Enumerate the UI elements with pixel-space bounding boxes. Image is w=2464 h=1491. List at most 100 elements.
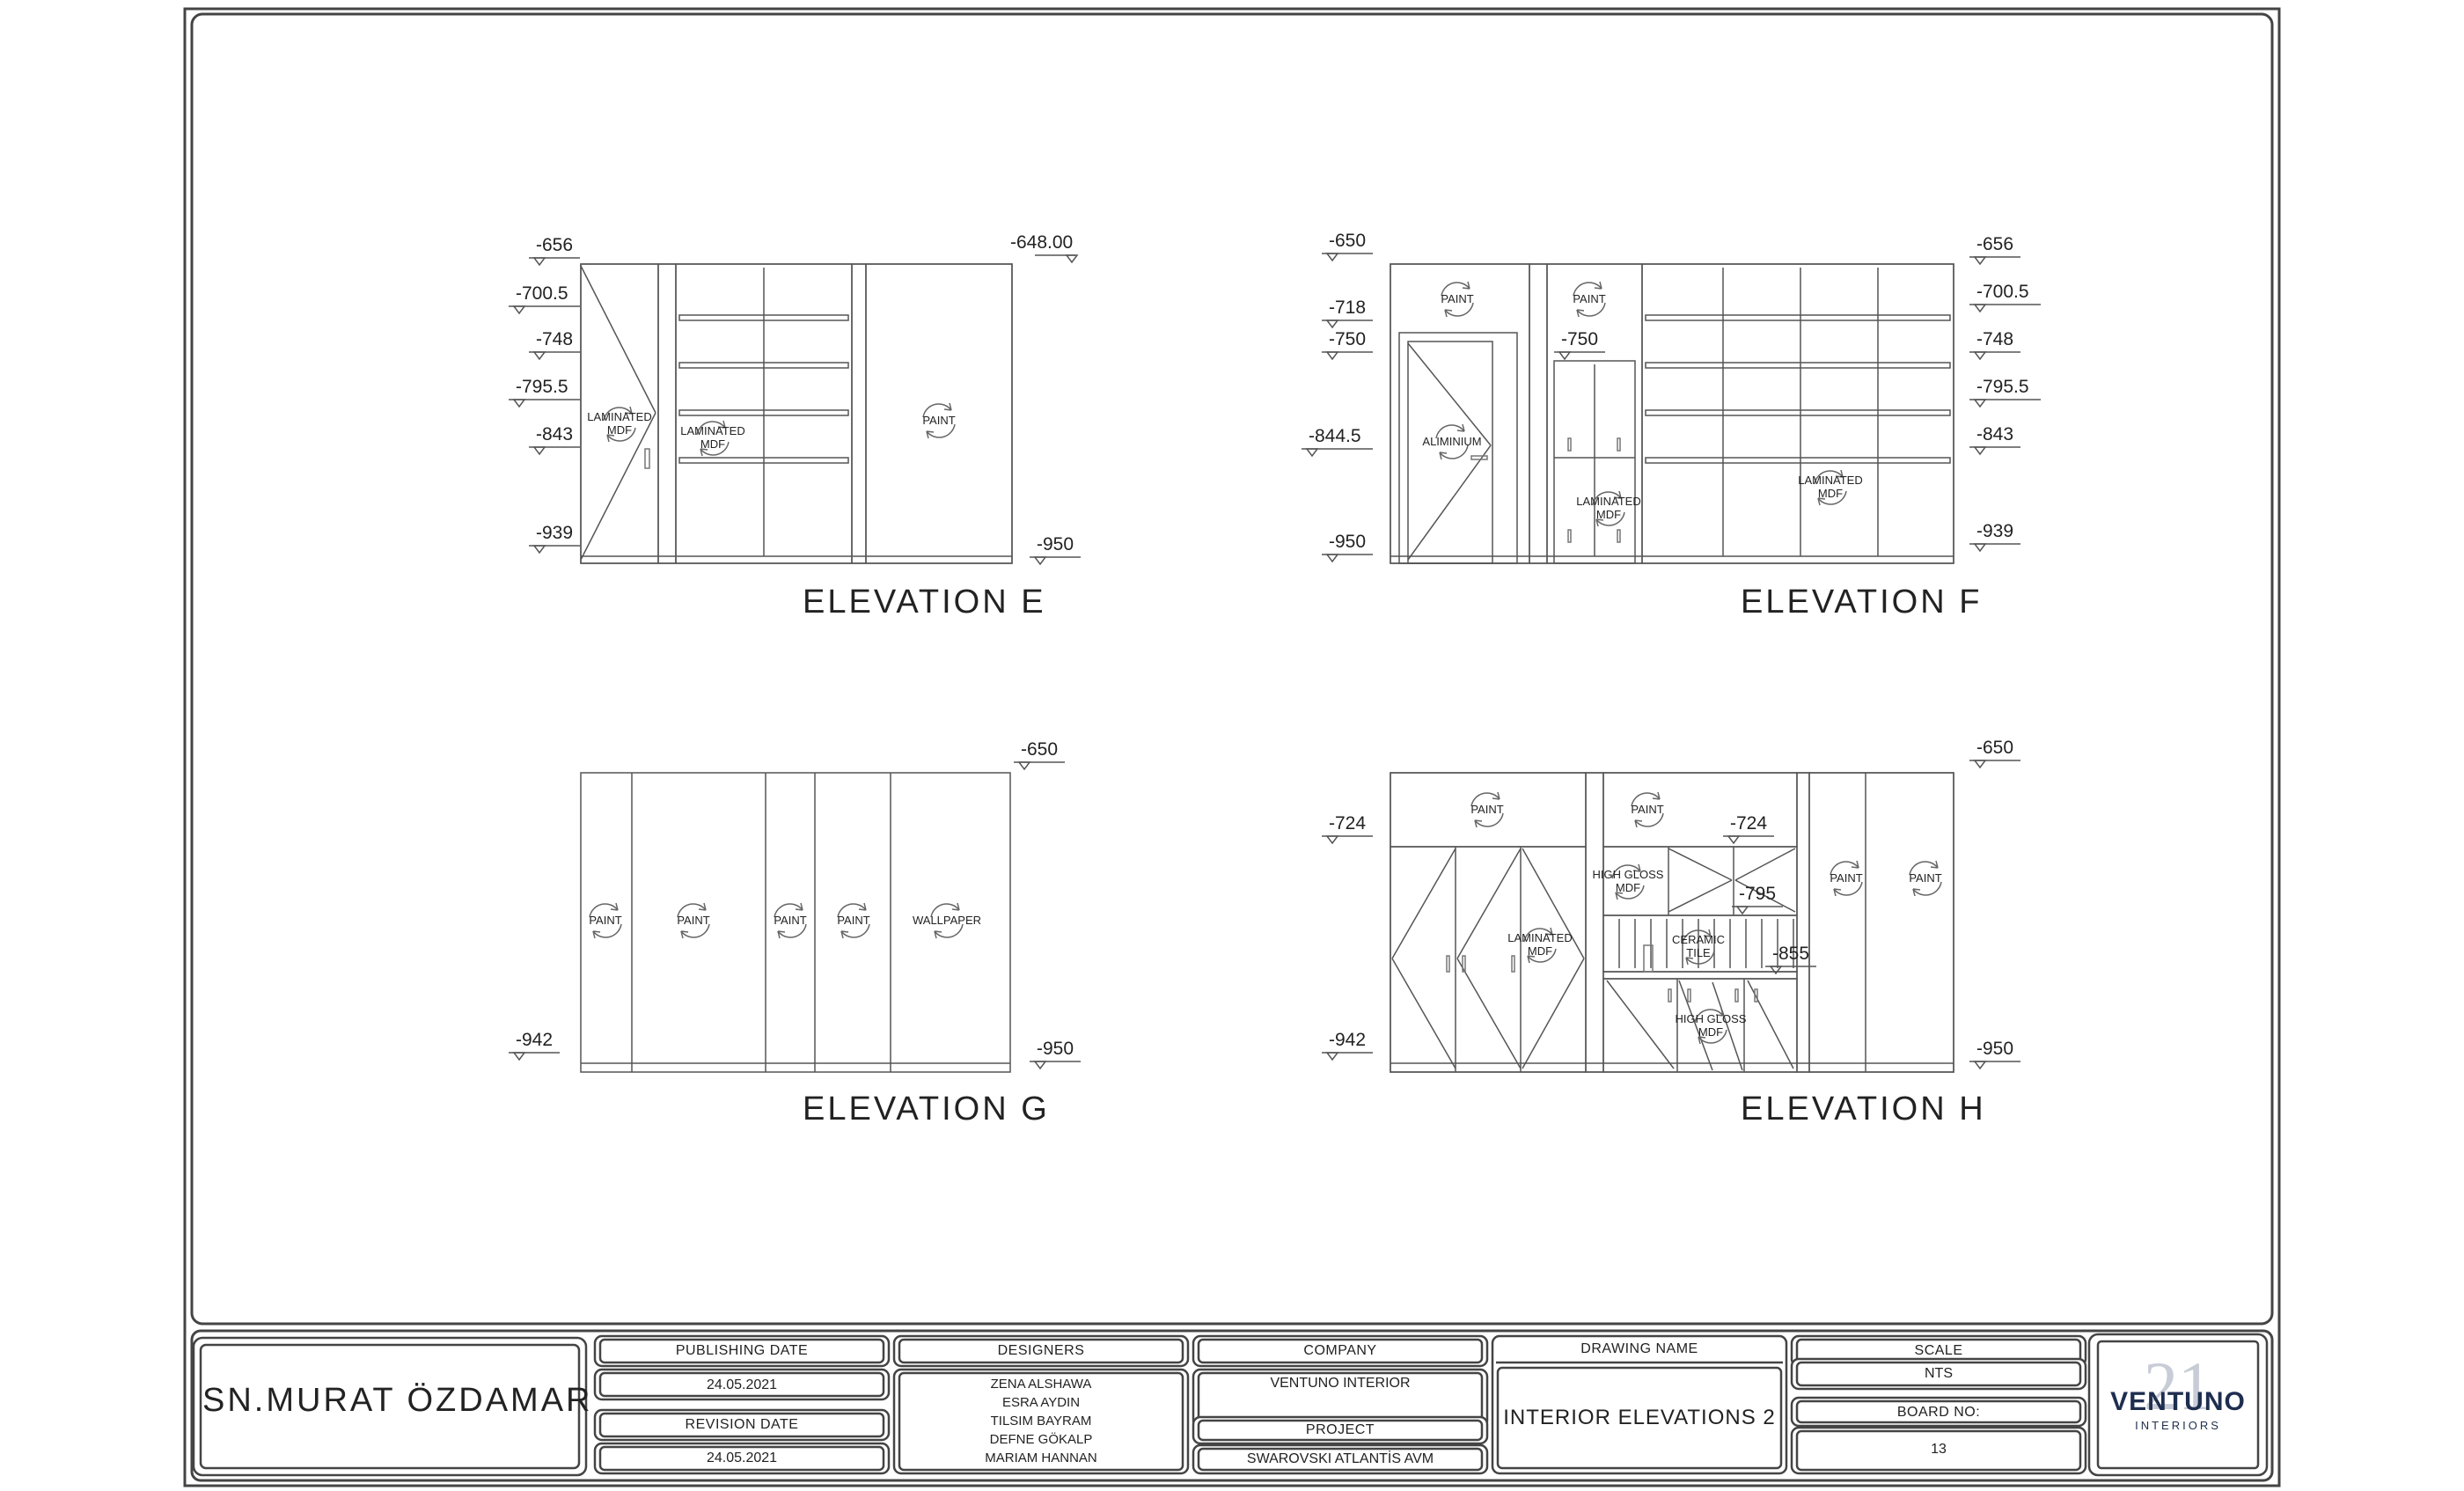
material-symbol-arc <box>1631 792 1661 807</box>
elevation-g-outline <box>580 772 1011 1073</box>
level-marker-triangle <box>1033 1061 1047 1070</box>
material-label: LAMINATED <box>680 424 744 437</box>
material-label: LAMINATED <box>1576 495 1640 508</box>
door-swing-line <box>1606 980 1675 1069</box>
level-marker-triangle <box>1973 256 1987 266</box>
material-symbol-arc <box>1634 812 1664 827</box>
material-symbol-arc <box>1439 444 1469 459</box>
level-marker-label: -650 <box>1021 739 1058 760</box>
material-label: MDF <box>1596 508 1621 521</box>
material-symbol-arc <box>700 441 730 456</box>
material-symbol-arrow <box>1930 860 1939 869</box>
scale-value: NTS <box>1925 1366 1953 1381</box>
material-label: LAMINATED <box>1798 474 1862 487</box>
material-symbol-arrow <box>610 902 619 911</box>
designer-name: TILSIM BAYRAM <box>990 1414 1092 1429</box>
material-symbol-arrow <box>943 402 952 411</box>
material-label: MDF <box>700 437 725 451</box>
material-label: HIGH GLOSS <box>1593 868 1664 881</box>
material-symbol-arc <box>1592 491 1622 506</box>
material-label: PAINT <box>1909 871 1941 885</box>
door-swing-line <box>1734 848 1796 881</box>
designer-name: DEFNE GÖKALP <box>989 1432 1093 1447</box>
door-swing-line <box>1456 958 1522 1069</box>
level-marker-triangle <box>1973 1061 1987 1070</box>
level-marker-triangle <box>1769 966 1783 975</box>
company-label: COMPANY <box>1303 1343 1377 1358</box>
level-marker-triangle <box>1973 304 1987 313</box>
logo-number: 21 <box>2144 1348 2212 1424</box>
material-symbol-arc <box>922 403 952 418</box>
material-symbol-arc <box>934 923 964 938</box>
material-symbol-arc <box>1912 881 1942 896</box>
material-symbol-arrow <box>606 434 615 443</box>
material-symbol-arrow <box>1652 791 1661 800</box>
material-symbol-arc <box>1611 864 1641 879</box>
material-label: PAINT <box>1470 803 1503 816</box>
shelf <box>1645 409 1951 416</box>
designers-label: DESIGNERS <box>997 1343 1085 1358</box>
designers-list: ZENA ALSHAWA ESRA AYDIN TILSIM BAYRAM DE… <box>899 1375 1183 1467</box>
shelf <box>678 362 849 369</box>
shelf <box>1645 314 1951 321</box>
shelf <box>1645 457 1951 464</box>
material-symbol-arc <box>1527 948 1557 963</box>
countertop <box>1602 971 1798 980</box>
drawing-name-label: DRAWING NAME <box>1580 1341 1698 1356</box>
material-symbol-arc <box>1441 282 1470 297</box>
material-symbol-arrow <box>1492 791 1500 800</box>
material-symbol-arrow <box>1594 281 1602 290</box>
door-swing-line <box>1407 444 1492 561</box>
material-symbol-arrow <box>1439 452 1448 460</box>
material-symbol-arc <box>1573 282 1602 297</box>
level-marker-triangle <box>1973 446 1987 456</box>
material-symbol-arc <box>1470 792 1500 807</box>
material-symbol-arrow <box>1444 309 1453 318</box>
cabinet-divider <box>1585 772 1604 1073</box>
material-label: MDF <box>1818 487 1843 500</box>
cabinet-unit <box>1553 360 1636 564</box>
level-marker-triangle <box>1973 760 1987 769</box>
cabinet-divider <box>851 263 867 564</box>
level-marker-label: -844.5 <box>1309 426 1361 446</box>
shelving-unit <box>1641 263 1954 564</box>
material-symbol-arrow <box>1698 1036 1706 1045</box>
material-symbol-arrow <box>1474 819 1483 828</box>
level-marker-triangle <box>532 351 546 361</box>
level-marker-label: -650 <box>1976 738 2013 758</box>
door-frame <box>1398 332 1518 564</box>
material-symbol-arrow <box>1576 309 1585 318</box>
material-label: MDF <box>607 423 632 437</box>
material-symbol-arrow <box>1595 518 1604 527</box>
material-symbol-arrow <box>1456 423 1465 432</box>
material-label: PAINT <box>774 914 806 927</box>
level-marker-triangle <box>1325 835 1339 845</box>
material-label: PAINT <box>1441 292 1473 305</box>
material-symbol-arc <box>774 903 803 918</box>
elevation-h-outline <box>1390 772 1954 1073</box>
level-marker-label: -750 <box>1329 329 1366 349</box>
designer-name: MARIAM HANNAN <box>985 1451 1097 1465</box>
level-marker-label: -724 <box>1329 813 1366 834</box>
scale-label: SCALE <box>1914 1343 1963 1358</box>
material-symbol-arrow <box>1544 927 1553 936</box>
level-marker-label: -950 <box>1037 534 1074 555</box>
material-symbol-arc <box>1474 812 1504 827</box>
material-symbol-arc <box>1685 950 1715 965</box>
cabinet-handle <box>1617 529 1621 543</box>
material-symbol-arc <box>1595 511 1625 526</box>
door-panel <box>1407 341 1493 564</box>
material-symbol-arc <box>1817 490 1847 505</box>
material-symbol-arrow <box>777 930 786 939</box>
revision-date-label: REVISION DATE <box>685 1417 799 1432</box>
project-name: SWAROVSKI ATLANTİS AVM <box>1246 1451 1434 1466</box>
door-swing-line <box>1734 879 1796 913</box>
cabinet-handle <box>1446 955 1450 973</box>
material-label: LAMINATED <box>587 410 651 423</box>
cabinet-handle <box>1754 988 1758 1003</box>
level-marker-label: -748 <box>1976 329 2013 349</box>
material-symbol-arrow <box>795 902 803 911</box>
material-label: TILE <box>1686 946 1711 959</box>
material-symbol-arrow <box>1527 955 1536 964</box>
level-marker-triangle <box>1558 351 1572 361</box>
